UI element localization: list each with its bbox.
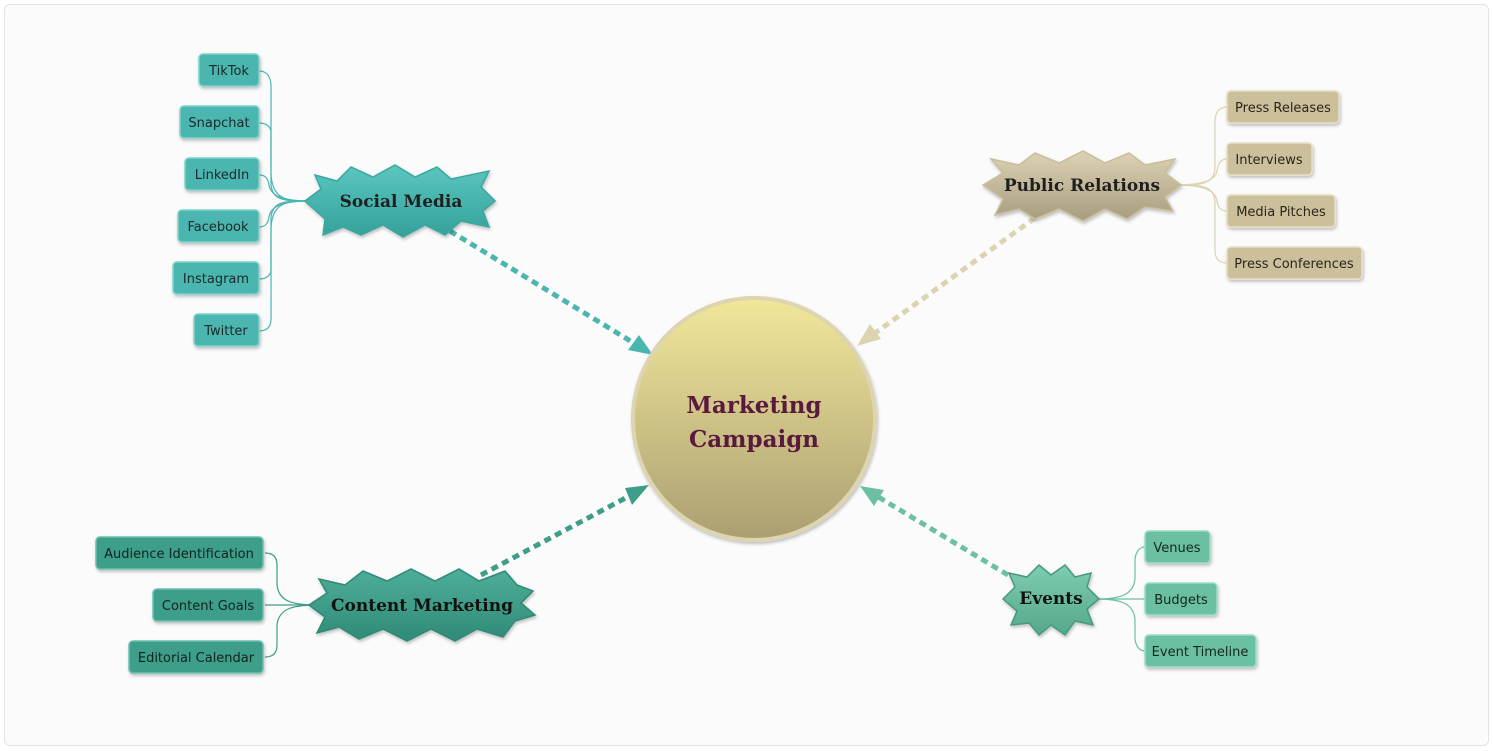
events-leaves: Venues Budgets Event Timeline (1144, 530, 1257, 668)
branch-public-relations[interactable]: Public Relations (981, 150, 1183, 222)
leaf-press-conferences[interactable]: Press Conferences (1226, 246, 1363, 280)
leaf-event-timeline[interactable]: Event Timeline (1144, 634, 1257, 668)
pr-leaves: Press Releases Interviews Media Pitches … (1226, 90, 1363, 280)
social-leaves: TikTok Snapchat LinkedIn Facebook Instag… (172, 53, 260, 347)
leaf-label: Snapchat (188, 116, 249, 131)
branch-social-media[interactable]: Social Media (303, 164, 497, 238)
leaf-label: Content Goals (162, 599, 254, 614)
mind-map: Marketing Campaign Social Media Public R… (95, 53, 1363, 674)
branch-label-events: Events (1019, 589, 1082, 609)
leaf-label: TikTok (208, 64, 249, 79)
arrow-social-to-center (448, 228, 653, 355)
branch-events[interactable]: Events (1001, 563, 1101, 637)
leaf-content-goals[interactable]: Content Goals (152, 588, 264, 622)
central-topic-line2: Campaign (689, 426, 819, 453)
leaf-snapchat[interactable]: Snapchat (179, 105, 260, 139)
leaf-budgets[interactable]: Budgets (1144, 582, 1218, 616)
leaf-label: Editorial Calendar (138, 651, 255, 666)
leaf-instagram[interactable]: Instagram (172, 261, 260, 295)
leaf-facebook[interactable]: Facebook (177, 209, 260, 243)
leaf-venues[interactable]: Venues (1144, 530, 1211, 564)
leaf-label: Event Timeline (1152, 645, 1249, 660)
leaf-label: Interviews (1235, 153, 1302, 168)
central-topic[interactable]: Marketing Campaign (631, 296, 877, 542)
leaf-label: Press Conferences (1234, 257, 1354, 272)
leaf-twitter[interactable]: Twitter (193, 313, 260, 347)
events-connectors (1094, 546, 1146, 652)
branch-content-marketing[interactable]: Content Marketing (307, 568, 537, 642)
leaf-label: Audience Identification (104, 547, 254, 562)
leaf-audience-identification[interactable]: Audience Identification (95, 536, 264, 570)
branch-label-content-marketing: Content Marketing (331, 596, 513, 616)
leaf-label: Budgets (1154, 593, 1208, 608)
leaf-label: Instagram (183, 272, 249, 287)
leaf-label: Venues (1153, 541, 1200, 556)
leaf-media-pitches[interactable]: Media Pitches (1226, 194, 1336, 228)
leaf-label: Press Releases (1235, 101, 1331, 116)
leaf-press-releases[interactable]: Press Releases (1226, 90, 1340, 124)
content-leaves: Audience Identification Content Goals Ed… (95, 536, 264, 674)
branch-label-social-media: Social Media (340, 192, 463, 212)
leaf-linkedin[interactable]: LinkedIn (184, 157, 260, 191)
leaf-label: Facebook (187, 220, 249, 235)
leaf-tiktok[interactable]: TikTok (198, 53, 260, 87)
central-topic-line1: Marketing (686, 392, 821, 419)
leaf-editorial-calendar[interactable]: Editorial Calendar (128, 640, 264, 674)
social-connectors (258, 70, 311, 332)
pr-connectors (1174, 106, 1228, 264)
leaf-label: Twitter (203, 324, 248, 339)
arrow-events-to-center (860, 486, 1010, 578)
leaf-label: LinkedIn (195, 168, 249, 183)
mind-map-canvas: Marketing Campaign Social Media Public R… (4, 4, 1489, 746)
leaf-label: Media Pitches (1236, 205, 1326, 220)
leaf-interviews[interactable]: Interviews (1226, 142, 1313, 176)
branch-label-public-relations: Public Relations (1004, 176, 1160, 196)
arrow-content-to-center (479, 485, 649, 578)
arrow-pr-to-center (857, 215, 1037, 346)
